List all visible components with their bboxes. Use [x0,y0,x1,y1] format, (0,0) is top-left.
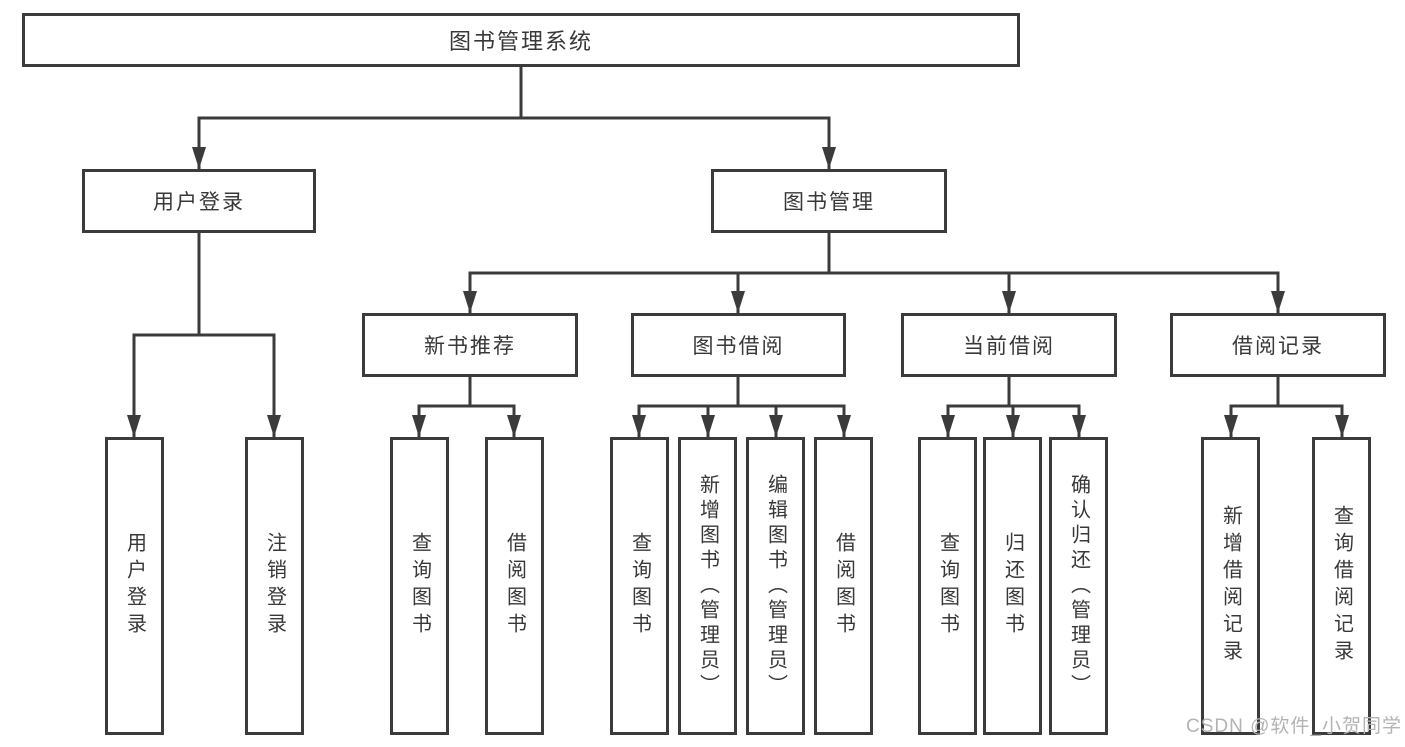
node-label: 查询图书 [628,532,651,640]
node-label: 用户登录 [153,191,245,214]
node-label: 新增图书（管理员） [696,473,719,699]
node-label: 确认归还（管理员） [1067,473,1090,699]
node-label: 图书借阅 [692,335,785,358]
node-label: 新增借阅记录 [1219,505,1242,667]
node-label: 新书推荐 [424,335,516,358]
node-leaf-user-login: 用户登录 [105,437,164,735]
node-leaf-confirm-return-admin: 确认归还（管理员） [1049,437,1108,735]
node-label: 借阅记录 [1232,335,1324,358]
node-label: 借阅图书 [832,532,855,640]
node-leaf-query-borrow-record: 查询借阅记录 [1312,437,1371,735]
node-borrowing-records: 借阅记录 [1170,313,1386,377]
node-leaf-add-borrow-record: 新增借阅记录 [1201,437,1260,735]
node-label: 编辑图书（管理员） [764,473,787,699]
node-book-borrowing: 图书借阅 [631,313,846,377]
node-leaf-edit-books-admin: 编辑图书（管理员） [746,437,805,735]
node-label: 当前借阅 [963,335,1055,358]
node-label: 借阅图书 [503,532,526,640]
node-current-borrowing: 当前借阅 [901,313,1117,377]
node-label: 查询图书 [408,532,431,640]
csdn-watermark: CSDN @软件_小贺同学 [1186,716,1402,737]
node-label: 图书管理 [783,191,875,214]
node-leaf-borrow-books-recommend: 借阅图书 [485,437,544,735]
node-leaf-query-books-borrow: 查询图书 [610,437,669,735]
node-label: 注销登录 [263,532,286,640]
node-label: 图书管理系统 [448,29,593,54]
node-leaf-return-books: 归还图书 [983,437,1042,735]
node-user-login-module: 用户登录 [82,169,316,233]
node-leaf-add-books-admin: 新增图书（管理员） [678,437,737,735]
node-leaf-borrow-books: 借阅图书 [814,437,873,735]
node-label: 用户登录 [123,532,146,640]
node-label: 归还图书 [1001,532,1024,640]
node-leaf-query-books-current: 查询图书 [918,437,977,735]
node-leaf-query-books-recommend: 查询图书 [390,437,449,735]
node-leaf-logout: 注销登录 [245,437,304,735]
node-new-book-recommendation: 新书推荐 [362,313,578,377]
node-library-management-system: 图书管理系统 [22,13,1020,67]
node-label: 查询借阅记录 [1330,505,1353,667]
node-label: 查询图书 [936,532,959,640]
node-book-management-module: 图书管理 [711,169,947,233]
